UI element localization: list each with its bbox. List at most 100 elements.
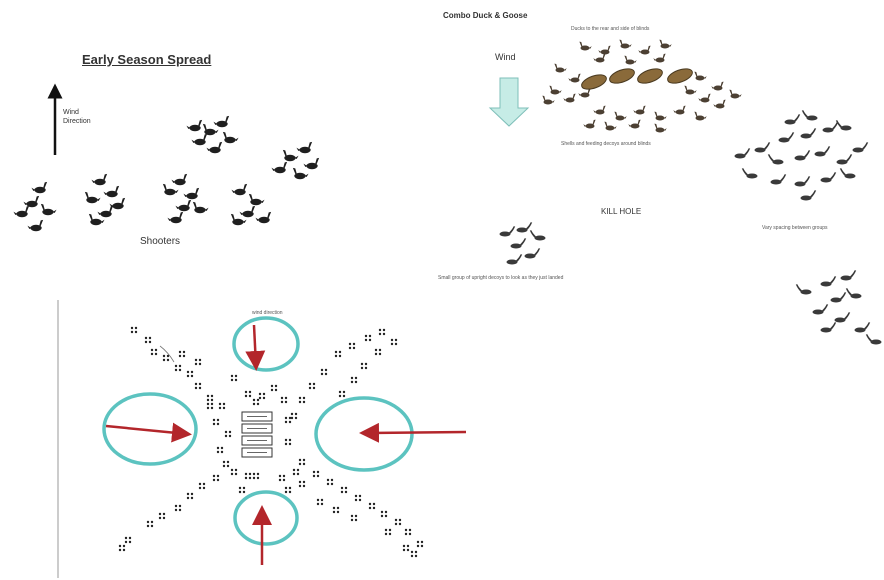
duck-decoy-icon xyxy=(554,63,567,73)
goose-decoy-icon xyxy=(794,150,811,161)
duck-decoy-icon xyxy=(638,45,651,55)
duck-decoy-icon xyxy=(186,119,203,132)
duck-decoy-icon xyxy=(88,213,105,226)
layout-blinds xyxy=(581,68,693,90)
duck-decoy-icon xyxy=(222,131,239,144)
bottom-decoy-marks xyxy=(118,326,424,558)
decoy-mark-icon xyxy=(224,430,232,438)
goose-decoy-icon xyxy=(801,110,818,121)
decoy-mark-icon xyxy=(194,382,202,390)
duck-decoy-icon xyxy=(192,201,209,214)
duck-decoy-icon xyxy=(183,187,200,200)
duck-decoy-icon xyxy=(167,211,184,224)
goose-decoy-icon xyxy=(767,154,784,165)
duck-decoy-icon xyxy=(593,53,606,63)
decoy-mark-icon xyxy=(278,474,286,482)
goose-decoy-icon xyxy=(499,226,516,237)
duck-decoy-icon xyxy=(191,133,208,146)
decoy-mark-icon xyxy=(230,468,238,476)
decoy-mark-icon xyxy=(326,478,334,486)
decoy-mark-icon xyxy=(150,348,158,356)
decoy-mark-icon xyxy=(124,536,132,544)
duck-decoy-icon xyxy=(628,119,641,129)
duck-decoy-icon xyxy=(271,161,288,174)
bottom-spread-panel xyxy=(57,300,467,578)
decoy-mark-icon xyxy=(118,544,126,552)
decoy-mark-icon xyxy=(230,374,238,382)
kill-hole-label: KILL HOLE xyxy=(601,207,642,216)
wind-direction-label: Wind Direction xyxy=(63,109,91,125)
decoy-mark-icon xyxy=(416,540,424,548)
decoy-mark-icon xyxy=(350,514,358,522)
duck-decoy-icon xyxy=(713,99,726,109)
goose-decoy-icon xyxy=(835,120,852,131)
decoy-mark-icon xyxy=(186,370,194,378)
goose-decoy-icon xyxy=(516,222,533,233)
decoy-mark-icon xyxy=(212,418,220,426)
small-group-note: Small group of upright decoys to look as… xyxy=(438,275,564,281)
duck-decoy-icon xyxy=(27,219,44,232)
duck-decoy-icon xyxy=(659,39,672,49)
goose-decoy-icon xyxy=(830,292,847,303)
decoy-mark-icon xyxy=(258,392,266,400)
combo-title: Combo Duck & Goose xyxy=(443,11,528,20)
duck-decoy-icon xyxy=(563,93,576,103)
duck-decoy-icon xyxy=(230,213,247,226)
duck-decoy-icon xyxy=(103,185,120,198)
goose-decoy-icon xyxy=(820,322,837,333)
duck-decoy-icon xyxy=(653,53,666,63)
decoy-mark-icon xyxy=(308,382,316,390)
combo-wind-arrow xyxy=(488,77,530,127)
duck-decoy-icon xyxy=(673,105,686,115)
decoy-mark-icon xyxy=(222,460,230,468)
landing-zone-top xyxy=(232,316,300,372)
goose-decoy-icon xyxy=(524,248,541,259)
duck-decoy-icon xyxy=(171,173,188,186)
decoy-mark-icon xyxy=(354,494,362,502)
decoy-mark-icon xyxy=(350,376,358,384)
duck-decoy-icon xyxy=(654,111,667,121)
duck-decoy-icon xyxy=(109,197,126,210)
decoy-mark-icon xyxy=(244,390,252,398)
goose-decoy-icon xyxy=(734,148,751,159)
goose-decoy-icon xyxy=(840,270,857,281)
combo-wind-label: Wind xyxy=(495,52,516,62)
decoy-mark-icon xyxy=(206,394,214,402)
duck-decoy-icon xyxy=(213,115,230,128)
duck-decoy-icon xyxy=(624,55,637,65)
decoy-mark-icon xyxy=(290,412,298,420)
goose-decoy-icon xyxy=(529,230,546,241)
decoy-mark-icon xyxy=(340,486,348,494)
duck-decoy-icon xyxy=(175,199,192,212)
duck-decoy-icon xyxy=(694,111,707,121)
duck-decoy-icon xyxy=(578,88,591,98)
decoy-mark-icon xyxy=(410,550,418,558)
goose-decoy-icon xyxy=(820,172,837,183)
center-blinds xyxy=(241,411,273,458)
decoy-mark-icon xyxy=(238,486,246,494)
decoy-mark-icon xyxy=(316,498,324,506)
decoy-mark-icon xyxy=(216,446,224,454)
duck-decoy-icon xyxy=(654,123,667,133)
layout-blind-icon xyxy=(667,68,693,84)
layout-blind-icon xyxy=(581,74,607,90)
goose-decoy-icon xyxy=(834,312,851,323)
decoy-mark-icon xyxy=(402,544,410,552)
goose-decoy-icon xyxy=(795,284,812,295)
decoy-mark-icon xyxy=(312,470,320,478)
duck-decoy-icon xyxy=(598,45,611,55)
landing-zone-bottom xyxy=(233,490,299,546)
duck-decoy-icon xyxy=(303,157,320,170)
decoy-mark-icon xyxy=(348,342,356,350)
decoy-mark-icon xyxy=(298,396,306,404)
duck-decoy-icon xyxy=(633,105,646,115)
goose-decoy-icon xyxy=(800,128,817,139)
approach-arrow-left xyxy=(105,422,192,443)
decoy-mark-icon xyxy=(198,482,206,490)
decoy-mark-icon xyxy=(186,492,194,500)
duck-decoy-icon xyxy=(619,39,632,49)
decoy-mark-icon xyxy=(338,390,346,398)
duck-decoy-icon xyxy=(97,205,114,218)
duck-decoy-icon xyxy=(91,173,108,186)
combo-mid-note: Shells and feeding decoys around blinds xyxy=(561,141,651,147)
